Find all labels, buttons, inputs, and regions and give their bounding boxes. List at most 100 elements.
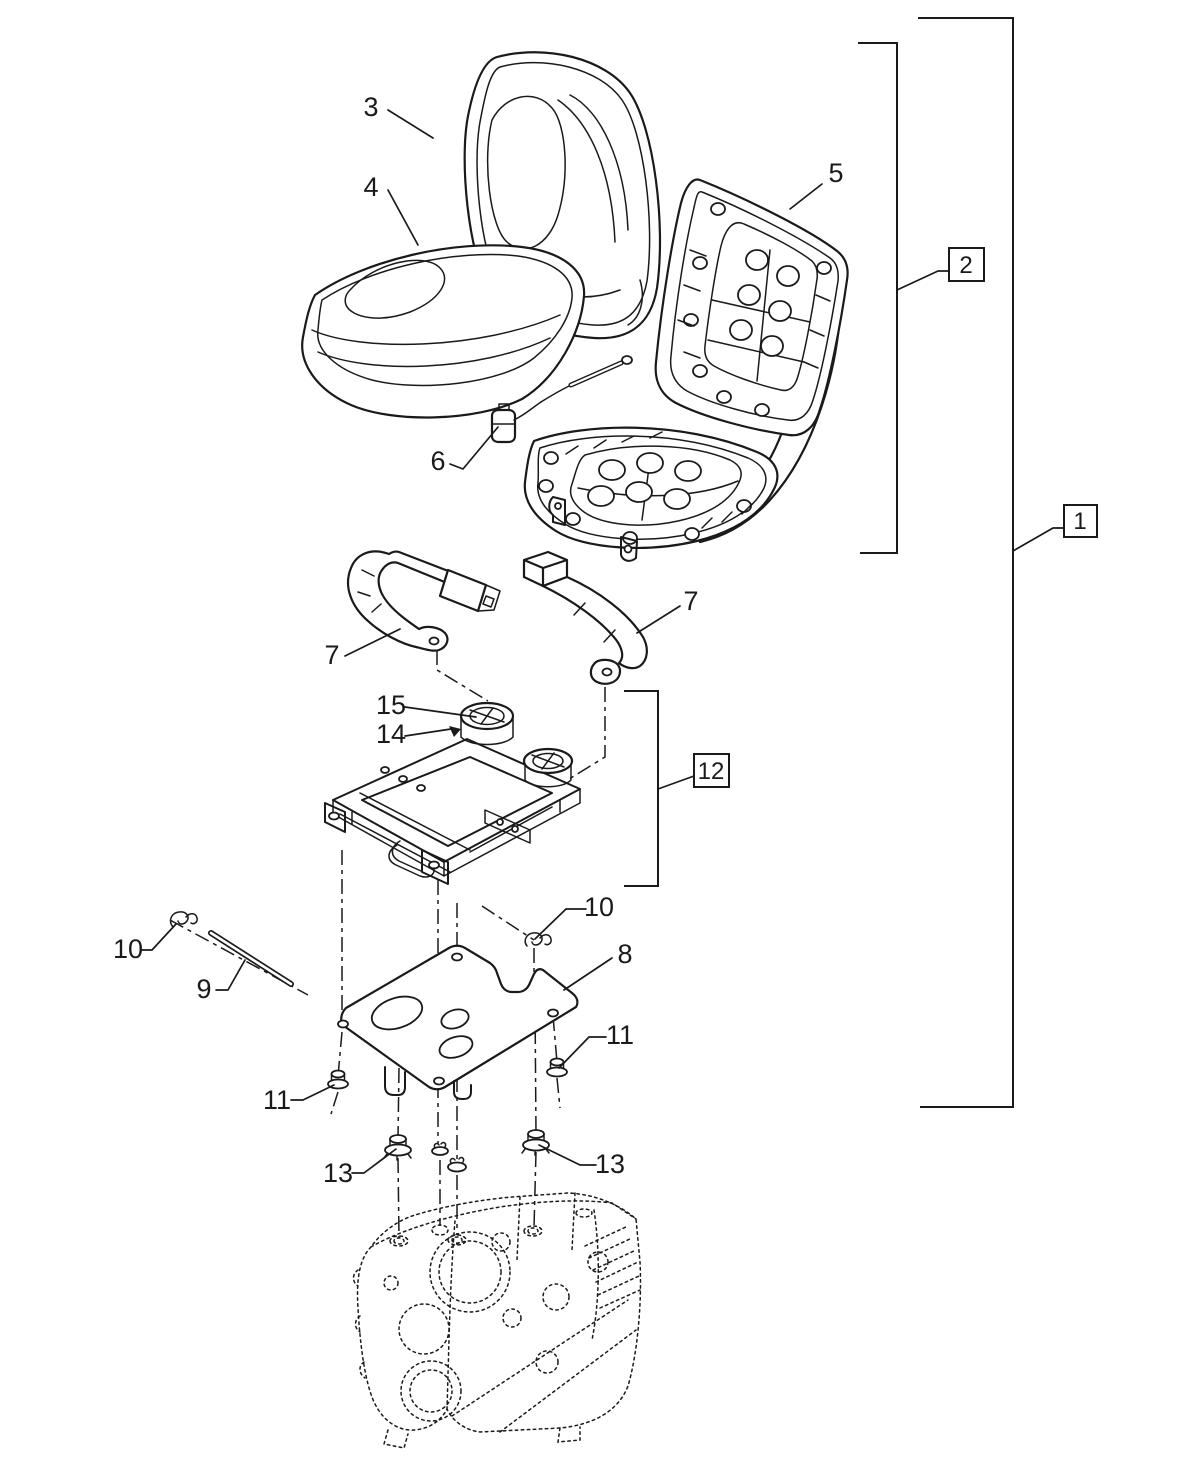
pan-back-margin-slots xyxy=(677,249,831,369)
seat-bottom-cushion xyxy=(301,244,586,419)
leader-9 xyxy=(215,959,246,991)
pan-back-margin-hole-7 xyxy=(816,261,832,275)
frame-rail-plate-hole-2 xyxy=(511,825,519,833)
leader-8 xyxy=(563,957,613,991)
frame-rail-hole-2 xyxy=(398,775,408,783)
switch-body xyxy=(490,408,517,444)
pan-seat-margin-hole-5 xyxy=(684,527,700,541)
pan-seat-hole-3 xyxy=(674,460,702,482)
fastener-mid-1-prongs xyxy=(433,1141,447,1149)
pan-back-hole-4 xyxy=(768,300,792,322)
frame-thickness-edges xyxy=(332,788,581,877)
housing-boss-f xyxy=(535,1350,559,1374)
callout-14: 14 xyxy=(376,719,406,749)
leader-6 xyxy=(449,426,499,470)
nut-11-right-flange xyxy=(546,1066,568,1078)
middle-fasteners xyxy=(431,1141,467,1173)
pan-back-hole-1 xyxy=(745,249,769,271)
pan-back-margin-hole-2 xyxy=(692,256,708,270)
pan-seat-hole-6 xyxy=(663,488,691,510)
pan-seat-hole-2 xyxy=(636,452,664,474)
pan-back-panel xyxy=(654,178,849,437)
pan-seat-hole-5 xyxy=(625,481,653,503)
leader-13-left xyxy=(351,1148,397,1174)
plate-corner-hole-right xyxy=(547,1008,559,1018)
leader-11-left xyxy=(290,1084,335,1101)
nut-13-right-serrations xyxy=(521,1148,550,1156)
callout-13-left: 13 xyxy=(323,1158,353,1188)
frame-inner-ring xyxy=(361,756,553,847)
pan-seat-margin-hole-1 xyxy=(543,451,559,465)
group-brackets xyxy=(624,17,1014,1108)
pan-back-pad xyxy=(704,221,818,392)
fastener-mid-2 xyxy=(447,1161,467,1173)
housing-feet xyxy=(383,1426,581,1449)
pan-seat-hole-1 xyxy=(598,459,626,481)
callout-7-left: 7 xyxy=(324,640,339,670)
plate-hole-mid-2 xyxy=(438,1035,474,1059)
frame-release-handle xyxy=(388,840,435,878)
mount-rear-cross xyxy=(469,707,505,725)
frame-left-foot xyxy=(324,802,346,833)
leader-10-left xyxy=(140,923,177,951)
callout-8: 8 xyxy=(617,939,632,969)
nut-11-left-top xyxy=(330,1069,346,1079)
pan-back-margin-hole-1 xyxy=(710,202,726,216)
housing-bore-3 xyxy=(400,1360,462,1422)
seat-back-inner-edge xyxy=(476,61,651,326)
pan-seat-margin-hole-2 xyxy=(538,479,554,493)
belt-right-strap xyxy=(541,575,648,670)
belt-left-tab-hole xyxy=(428,636,440,646)
plate-corner-hole-rear xyxy=(451,952,463,962)
pan-seat-margin-hole-6 xyxy=(736,499,752,513)
belt-left-strap-seams xyxy=(357,569,382,613)
fastener-mid-2-prongs xyxy=(449,1156,465,1164)
housing-bore-1 xyxy=(429,1231,511,1313)
plate-corner-hole-left xyxy=(337,1019,349,1029)
leader-10-right xyxy=(534,908,587,940)
pan-back-hole-6 xyxy=(760,335,784,357)
callout-4: 4 xyxy=(363,172,378,202)
leader-box-1 xyxy=(1012,527,1065,552)
switch-detail xyxy=(491,403,516,425)
plate-hole-mid-1 xyxy=(440,1008,470,1030)
pan-seat-margin-hole-3 xyxy=(565,512,581,526)
callout-13-right: 13 xyxy=(595,1149,625,1179)
frame-rail-hole-1 xyxy=(380,766,390,774)
callout-15: 15 xyxy=(376,690,406,720)
seat-cushion-left-seam xyxy=(344,259,446,319)
seat-back-center-seams xyxy=(557,94,629,243)
seat-belt-right xyxy=(522,550,648,685)
flange-nut-11-right xyxy=(546,1057,568,1078)
flange-nut-13-right xyxy=(521,1129,550,1156)
flange-nut-13-left xyxy=(383,1134,412,1161)
housing-bore-1-inner xyxy=(438,1240,502,1304)
bracket-group-2 xyxy=(858,42,898,554)
housing-bore-3-inner xyxy=(409,1369,453,1413)
switch-wire-ring xyxy=(621,355,633,365)
seat-pan xyxy=(523,178,849,562)
housing-ribs xyxy=(584,1225,641,1309)
plate-tab-left xyxy=(384,1066,406,1096)
pan-foot-front xyxy=(620,536,638,562)
seat-switch xyxy=(490,355,633,444)
callout-10-right: 10 xyxy=(584,892,614,922)
plate-tab-right xyxy=(453,1080,472,1100)
pan-back-margin-hole-6 xyxy=(754,403,770,417)
seat-cushion-inner-edge xyxy=(317,253,573,387)
leader-14 xyxy=(404,728,452,737)
label-2: 2 xyxy=(959,252,972,279)
callout-11-left: 11 xyxy=(263,1085,291,1115)
nut-13-right-flange xyxy=(522,1138,550,1152)
pan-back-hole-3 xyxy=(737,284,761,306)
leader-11-right xyxy=(558,1036,607,1069)
leader-box-2 xyxy=(896,270,950,291)
callout-numbers: 3 4 5 6 7 7 15 14 10 9 10 8 11 11 13 13 xyxy=(113,92,844,1188)
nut-13-right-top xyxy=(527,1129,545,1139)
axis-plate-tab xyxy=(397,1067,400,1239)
pan-seat-hole-4 xyxy=(587,485,615,507)
seat-cushion-front-seams xyxy=(311,314,561,368)
seat-cushion-outline xyxy=(301,244,586,419)
housing-bore-2 xyxy=(398,1303,450,1355)
label-box-1 xyxy=(1063,504,1098,538)
